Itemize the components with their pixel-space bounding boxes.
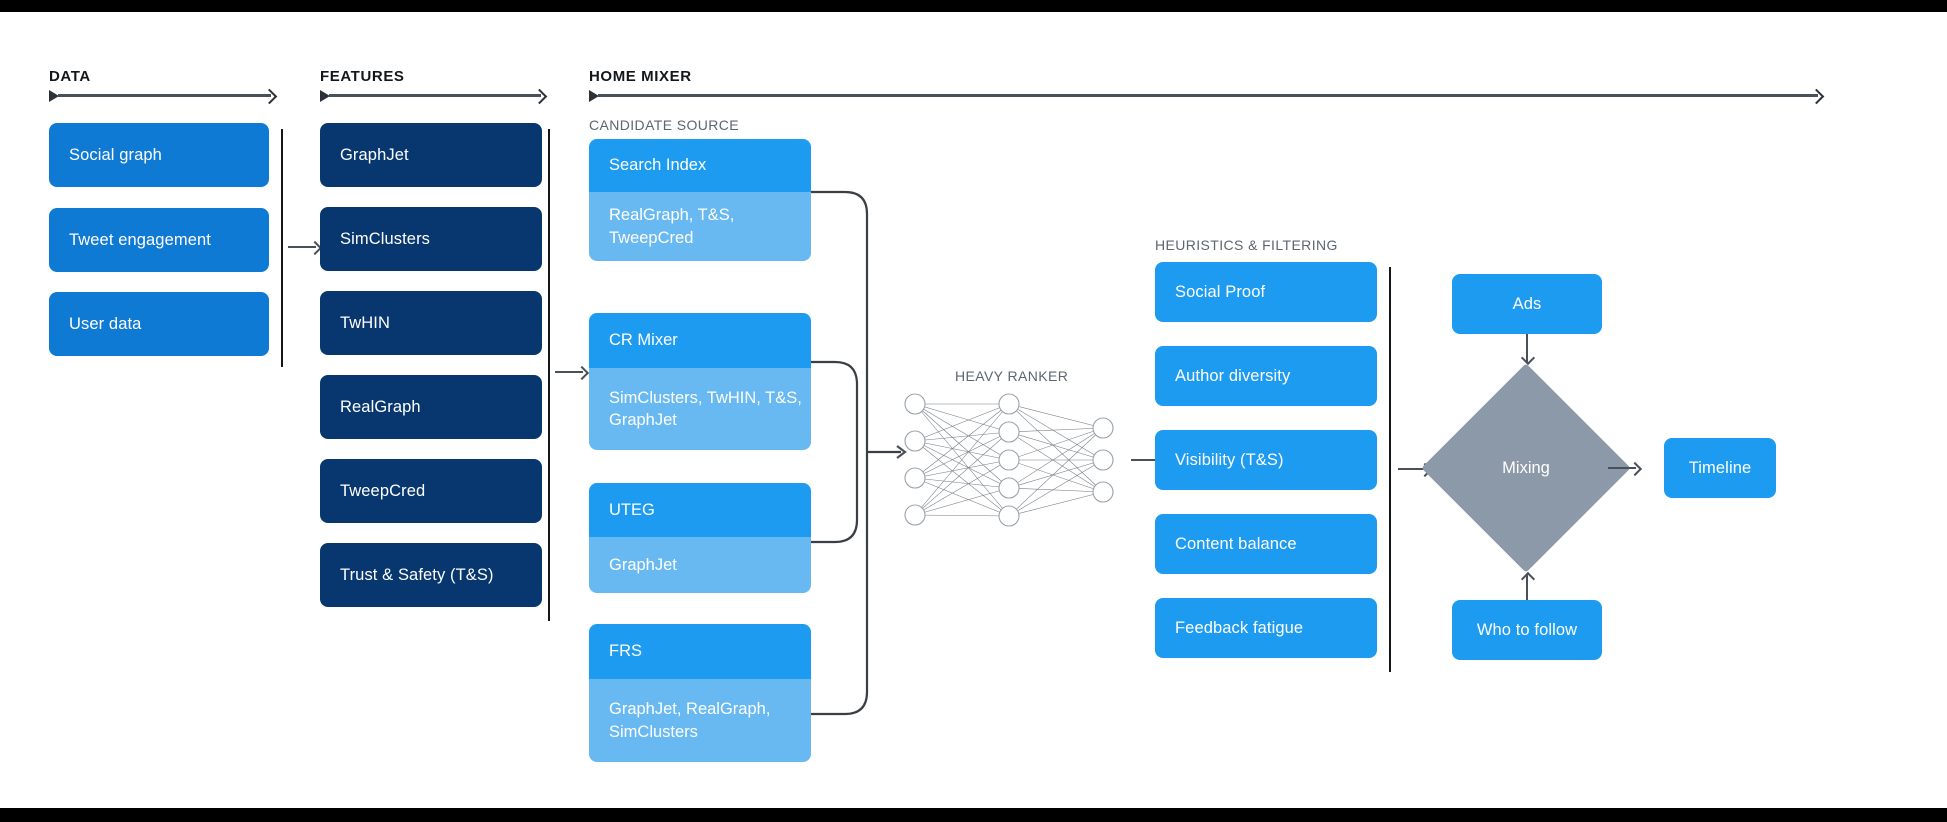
features-axis-arrowhead: [531, 88, 548, 105]
subsection-header-candidate-source: CANDIDATE SOURCE: [589, 117, 740, 133]
feature-box-trust-and-safety[interactable]: Trust & Safety (T&S): [320, 543, 542, 607]
arrow-ranker-to-heuristics-line: [1131, 459, 1161, 461]
candidate-source-name: Search Index: [589, 139, 811, 192]
feature-box-label: TwHIN: [340, 313, 390, 332]
heuristics-box-content-balance[interactable]: Content balance: [1155, 514, 1377, 574]
candidate-source-brace-connectors: [811, 190, 907, 716]
data-box-label: Social graph: [69, 145, 162, 164]
heuristics-box-label: Content balance: [1175, 534, 1297, 553]
feature-box-simclusters[interactable]: SimClusters: [320, 207, 542, 271]
section-header-home-mixer: HOME MIXER: [589, 68, 692, 85]
heuristics-box-label: Feedback fatigue: [1175, 618, 1304, 637]
heuristics-box-author-diversity[interactable]: Author diversity: [1155, 346, 1377, 406]
data-box-user-data[interactable]: User data: [49, 292, 269, 356]
data-box-label: User data: [69, 314, 142, 333]
arrow-heuristics-to-mixing-line: [1398, 468, 1426, 470]
candidate-source-card-frs[interactable]: FRS GraphJet, RealGraph, SimClusters: [589, 624, 811, 762]
data-box-tweet-engagement[interactable]: Tweet engagement: [49, 208, 269, 272]
home-mixer-axis-line: [598, 94, 1818, 97]
section-header-data: DATA: [49, 68, 91, 85]
divider-features-home-mixer: [548, 129, 550, 621]
candidate-source-features: GraphJet, RealGraph, SimClusters: [589, 679, 811, 762]
data-axis-arrowhead: [261, 88, 278, 105]
candidate-source-card-uteg[interactable]: UTEG GraphJet: [589, 483, 811, 593]
arrow-whotofollow-to-mixing-head: [1520, 571, 1536, 587]
candidate-source-features: SimClusters, TwHIN, T&S, GraphJet: [589, 368, 811, 450]
arrow-whotofollow-to-mixing-line: [1526, 575, 1528, 603]
feature-box-label: TweepCred: [340, 481, 426, 500]
mixing-label: Mixing: [1502, 458, 1550, 477]
arrow-features-to-candidate-head: [574, 365, 590, 381]
candidate-source-features: GraphJet: [589, 537, 811, 593]
home-mixer-axis-arrowhead: [1808, 88, 1825, 105]
arrow-ads-to-mixing-line: [1526, 334, 1528, 362]
features-axis-start-marker: [320, 90, 330, 102]
feature-box-graphjet[interactable]: GraphJet: [320, 123, 542, 187]
feature-box-label: GraphJet: [340, 145, 409, 164]
heuristics-box-label: Social Proof: [1175, 282, 1266, 301]
output-box-who-to-follow[interactable]: Who to follow: [1452, 600, 1602, 660]
candidate-source-card-search-index[interactable]: Search Index RealGraph, T&S, TweepCred: [589, 139, 811, 261]
candidate-source-name: CR Mixer: [589, 313, 811, 368]
arrow-data-to-features-line: [288, 246, 316, 248]
candidate-source-name: FRS: [589, 624, 811, 679]
heuristics-box-social-proof[interactable]: Social Proof: [1155, 262, 1377, 322]
home-mixer-axis-start-marker: [589, 90, 599, 102]
data-axis-start-marker: [49, 90, 59, 102]
arrow-ads-to-mixing-head: [1520, 350, 1536, 366]
output-box-label: Who to follow: [1476, 620, 1578, 639]
heuristics-box-label: Visibility (T&S): [1175, 450, 1284, 469]
subsection-header-heuristics: HEURISTICS & FILTERING: [1155, 237, 1338, 253]
divider-data-features: [281, 129, 283, 367]
subsection-header-heavy-ranker: HEAVY RANKER: [955, 368, 1069, 384]
heuristics-box-feedback-fatigue[interactable]: Feedback fatigue: [1155, 598, 1377, 658]
feature-box-label: Trust & Safety (T&S): [340, 565, 494, 584]
arrow-features-to-candidate-line: [555, 371, 583, 373]
divider-heuristics-output: [1389, 267, 1391, 672]
arrow-mixing-to-timeline-line: [1608, 467, 1636, 469]
output-box-ads[interactable]: Ads: [1452, 274, 1602, 334]
feature-box-realgraph[interactable]: RealGraph: [320, 375, 542, 439]
data-box-social-graph[interactable]: Social graph: [49, 123, 269, 187]
features-axis-line: [329, 94, 541, 97]
data-box-label: Tweet engagement: [69, 230, 211, 249]
arrow-mixing-to-timeline-head: [1627, 461, 1643, 477]
diagram-canvas: DATA FEATURES HOME MIXER Social graph Tw…: [0, 12, 1947, 808]
output-box-timeline[interactable]: Timeline: [1664, 438, 1776, 498]
section-header-features: FEATURES: [320, 68, 405, 85]
feature-box-tweepcred[interactable]: TweepCred: [320, 459, 542, 523]
candidate-source-features: RealGraph, T&S, TweepCred: [589, 192, 811, 261]
heavy-ranker-neural-network: [904, 393, 1114, 527]
feature-box-label: RealGraph: [340, 397, 421, 416]
feature-box-twhin[interactable]: TwHIN: [320, 291, 542, 355]
candidate-source-name: UTEG: [589, 483, 811, 537]
data-axis-line: [58, 94, 271, 97]
heuristics-box-label: Author diversity: [1175, 366, 1291, 385]
output-box-label: Ads: [1512, 294, 1542, 313]
feature-box-label: SimClusters: [340, 229, 431, 248]
output-box-label: Timeline: [1688, 458, 1752, 477]
heuristics-box-visibility[interactable]: Visibility (T&S): [1155, 430, 1377, 490]
candidate-source-card-cr-mixer[interactable]: CR Mixer SimClusters, TwHIN, T&S, GraphJ…: [589, 313, 811, 450]
